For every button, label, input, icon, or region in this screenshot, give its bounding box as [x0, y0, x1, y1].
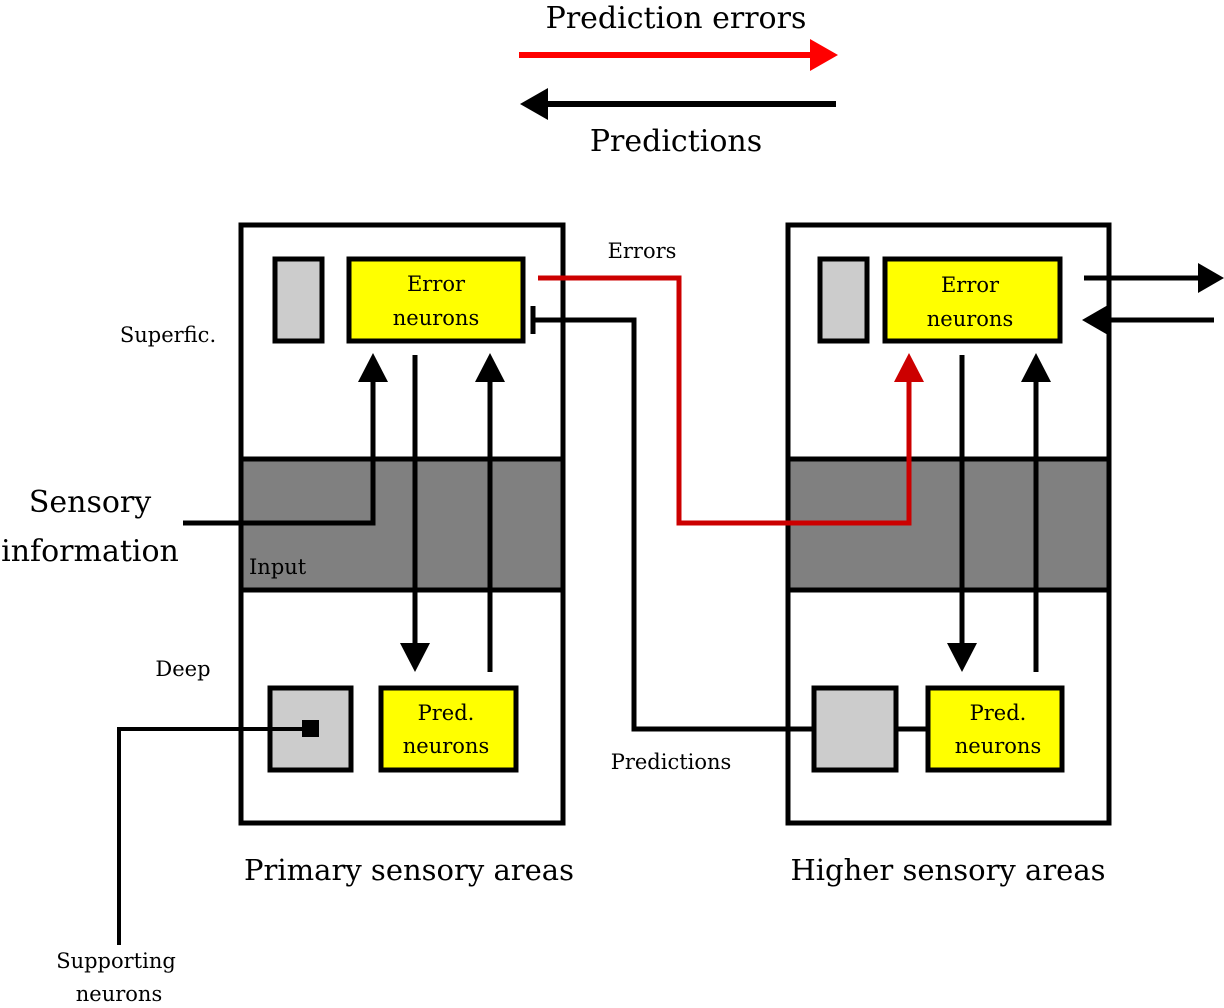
errors-connection-label: Errors: [608, 239, 677, 263]
higher-supporting-neurons-box: [811, 685, 899, 773]
sensory-info-label-1: Sensory: [29, 485, 151, 520]
layer-label-input: Input: [249, 555, 307, 579]
primary-pred-neurons-box: [378, 685, 519, 773]
sensory-input-arrow: [183, 353, 388, 526]
outgoing-error-arrow: [1084, 263, 1224, 293]
primary-down-arrow: [400, 355, 430, 672]
primary-pred-label-2: neurons: [403, 734, 489, 758]
higher-error-label-2: neurons: [927, 307, 1013, 331]
higher-error-label-1: Error: [941, 273, 1000, 297]
supporting-neuron-marker: [302, 720, 319, 737]
supporting-label-1: Supporting: [56, 949, 176, 973]
primary-area: Error neurons Pred. neurons: [238, 222, 566, 826]
higher-error-neurons-box: [882, 256, 1063, 344]
primary-error-label-1: Error: [407, 272, 466, 296]
predictions-connection-label: Predictions: [611, 750, 732, 774]
legend-predictions-label: Predictions: [590, 124, 762, 159]
higher-area: Error neurons Pred. neurons: [785, 222, 1112, 826]
legend-errors-arrow: [519, 39, 838, 71]
higher-pred-label-1: Pred.: [970, 701, 1027, 725]
primary-area-title: Primary sensory areas: [244, 853, 574, 887]
higher-up-arrow: [1021, 353, 1051, 672]
legend-predictions-arrow: [520, 88, 836, 120]
higher-area-title: Higher sensory areas: [790, 853, 1105, 887]
primary-error-neurons-box: [346, 256, 526, 344]
layer-label-superficial: Superfic.: [120, 323, 216, 347]
sensory-info-label-2: information: [1, 534, 179, 569]
higher-pred-label-2: neurons: [955, 734, 1041, 758]
supporting-neurons-connector: [117, 727, 310, 945]
layer-label-deep: Deep: [155, 657, 210, 681]
supporting-label-2: neurons: [76, 982, 162, 1006]
error-forward-path: [538, 275, 924, 526]
higher-down-arrow: [947, 355, 977, 672]
primary-pred-label-1: Pred.: [418, 701, 475, 725]
primary-up-arrow: [475, 353, 505, 672]
primary-error-label-2: neurons: [393, 306, 479, 330]
legend-errors-label: Prediction errors: [546, 1, 807, 36]
higher-pred-neurons-box: [925, 685, 1065, 773]
incoming-prediction-arrow: [1082, 305, 1214, 335]
prediction-backward-path: [530, 306, 814, 732]
higher-superficial-support-neuron: [817, 256, 870, 344]
primary-superficial-support-neuron: [272, 256, 325, 344]
